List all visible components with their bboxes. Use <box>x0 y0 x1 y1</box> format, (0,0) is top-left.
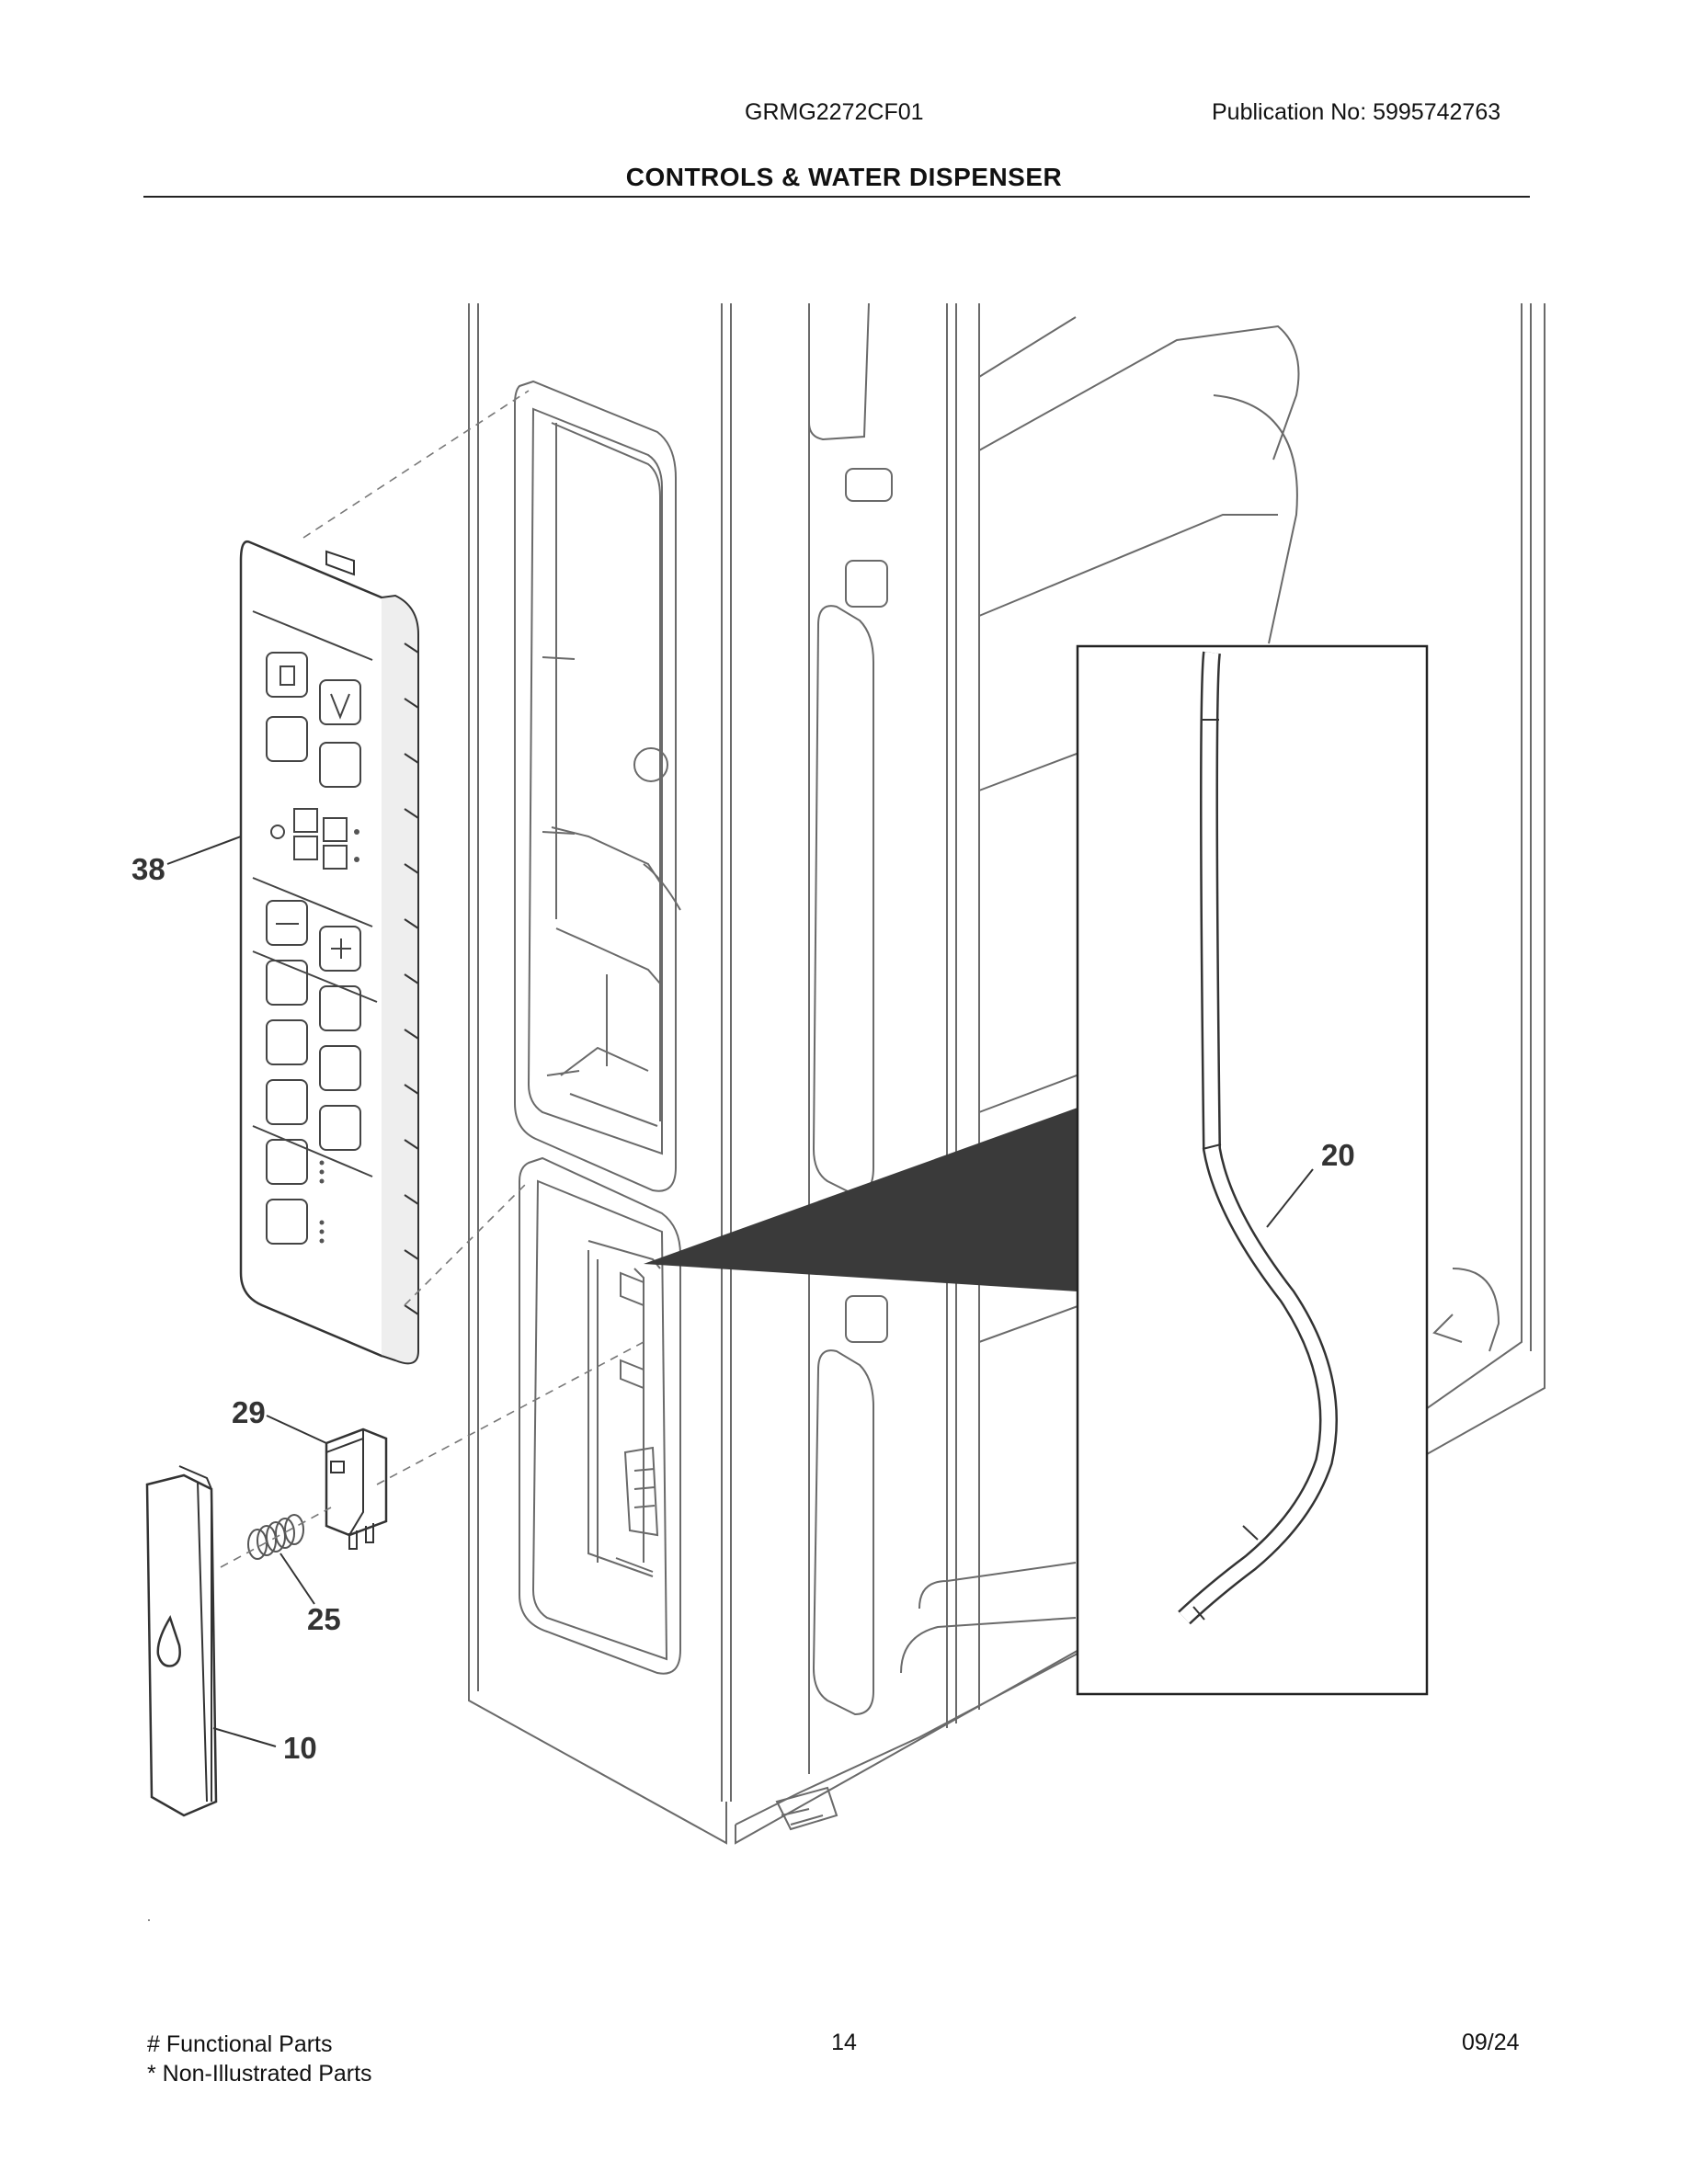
dispenser-cavity <box>519 1156 681 1675</box>
detail-box <box>1076 644 1429 1696</box>
page-title: CONTROLS & WATER DISPENSER <box>625 163 1063 191</box>
callout-38: 38 <box>131 852 165 886</box>
model-number: GRMG2272CF01 <box>745 99 924 125</box>
assembly-guide-lines <box>220 390 644 1568</box>
callout-29: 29 <box>232 1395 266 1429</box>
stray-mark <box>148 1919 150 1921</box>
control-panel-part-38 <box>239 540 419 1365</box>
detail-callout-wedge <box>644 1108 1078 1291</box>
page-number: 14 <box>831 2030 857 2055</box>
callout-10: 10 <box>283 1731 317 1765</box>
header-divider <box>143 196 1530 198</box>
micro-switch-part-29 <box>325 1428 388 1550</box>
footer-legend: # Functional Parts * Non-Illustrated Par… <box>147 2030 372 2088</box>
water-drop-icon <box>156 1615 181 1667</box>
functional-parts-note: # Functional Parts <box>147 2031 333 2057</box>
publication-number: Publication No: 5995742763 <box>1212 99 1501 125</box>
callout-25: 25 <box>307 1602 341 1636</box>
callout-20: 20 <box>1321 1138 1355 1172</box>
revision-date: 09/24 <box>1462 2030 1520 2055</box>
refrigerator-door-outline <box>468 302 1545 1845</box>
dispenser-paddle-part-10 <box>145 1465 218 1817</box>
non-illustrated-parts-note: * Non-Illustrated Parts <box>147 2061 372 2087</box>
spring-part-25 <box>247 1514 304 1560</box>
control-panel-recess <box>514 380 681 1192</box>
leader-lines <box>166 836 1314 1747</box>
